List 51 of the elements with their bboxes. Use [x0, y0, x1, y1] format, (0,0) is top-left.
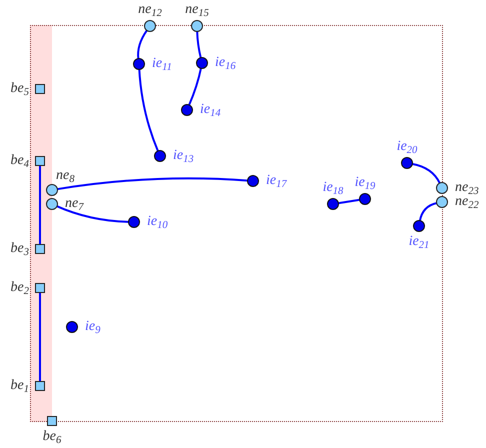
- edge-line: [39, 166, 41, 244]
- point-label: be$_{1}$: [10, 379, 29, 393]
- filled-point: [128, 216, 140, 228]
- point-label: ie$_{14}$: [200, 103, 221, 117]
- point-label: ie$_{18}$: [322, 181, 344, 195]
- point-label: ne$_{15}$: [185, 3, 209, 17]
- point-label: be$_{5}$: [10, 82, 29, 96]
- point-label: ie$_{13}$: [173, 149, 194, 163]
- point-label: be$_{3}$: [10, 242, 29, 256]
- filled-point: [401, 157, 413, 169]
- point-label: ne$_{12}$: [138, 3, 162, 17]
- point-label: be$_{4}$: [10, 154, 29, 168]
- edge-line: [418, 202, 438, 222]
- point-label: ne$_{23}$: [455, 181, 479, 195]
- edge-line: [196, 30, 202, 58]
- edge-line: [338, 198, 360, 204]
- filled-point: [247, 175, 259, 187]
- square-marker: [35, 244, 45, 254]
- point-label: ie$_{20}$: [396, 140, 418, 154]
- point-label: ne$_{22}$: [455, 195, 479, 209]
- filled-point: [196, 57, 208, 69]
- filled-point: [133, 58, 145, 70]
- square-marker: [35, 156, 45, 166]
- point-label: ie$_{10}$: [147, 215, 168, 229]
- point-label: ie$_{11}$: [152, 57, 172, 71]
- filled-point: [413, 220, 425, 232]
- edge-line: [56, 205, 130, 223]
- filled-point: [154, 150, 166, 162]
- edge-line: [137, 30, 148, 60]
- point-label: ne$_{8}$: [56, 169, 74, 183]
- square-marker: [35, 283, 45, 293]
- point-label: be$_{2}$: [10, 281, 29, 295]
- filled-point: [327, 198, 339, 210]
- point-label: ie$_{9}$: [85, 320, 100, 334]
- point-label: ie$_{19}$: [354, 176, 376, 190]
- filled-point: [181, 104, 193, 116]
- edge-line: [56, 177, 248, 190]
- point-label: ie$_{21}$: [408, 235, 430, 249]
- square-marker: [47, 416, 57, 426]
- edge-line: [412, 162, 441, 184]
- point-label: be$_{6}$: [42, 430, 62, 444]
- square-marker: [35, 381, 45, 391]
- point-label: ie$_{17}$: [266, 174, 287, 188]
- edge-line: [188, 68, 202, 106]
- edge-line: [138, 68, 159, 152]
- filled-point: [66, 321, 78, 333]
- square-marker: [35, 84, 45, 94]
- point-label: ie$_{16}$: [215, 56, 236, 70]
- filled-point: [359, 193, 371, 205]
- edge-line: [39, 293, 41, 381]
- point-label: ne$_{7}$: [65, 197, 84, 211]
